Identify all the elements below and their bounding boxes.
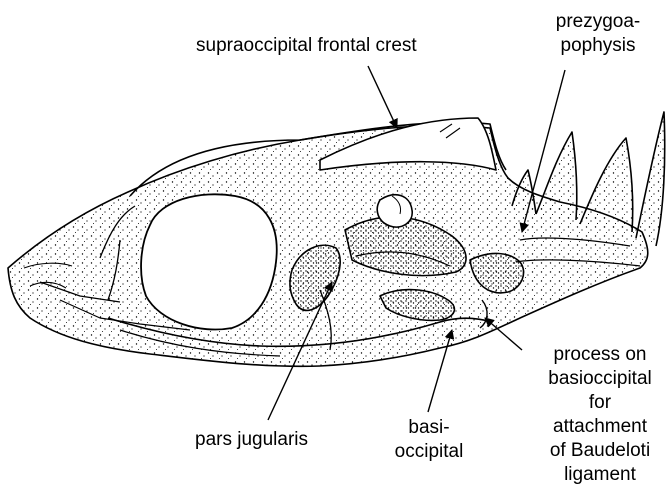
label-basioccipital-line2: occipital [388, 440, 470, 464]
label-process-line6: ligament [538, 463, 662, 487]
label-basioccipital: basi- occipital [388, 416, 470, 464]
label-prezygapophysis-line2: pophysis [540, 34, 656, 58]
label-pars-jugularis: pars jugularis [195, 428, 308, 452]
label-process-on-basioccipital: process on basioccipital for attachment … [538, 343, 662, 487]
label-supraoccipital-frontal-crest: supraoccipital frontal crest [196, 34, 417, 58]
label-process-line1: process on [538, 343, 662, 367]
label-process-line2: basioccipital [538, 367, 662, 391]
label-prezygapophysis-line1: prezygoa- [540, 10, 656, 34]
leader-supraoccipital [368, 66, 397, 128]
skull-outline [8, 112, 665, 366]
label-prezygapophysis: prezygoa- pophysis [540, 10, 656, 58]
label-process-line4: attachment [538, 415, 662, 439]
label-basioccipital-line1: basi- [388, 416, 470, 440]
label-process-line3: for [538, 391, 662, 415]
label-process-line5: of Baudeloti [538, 439, 662, 463]
